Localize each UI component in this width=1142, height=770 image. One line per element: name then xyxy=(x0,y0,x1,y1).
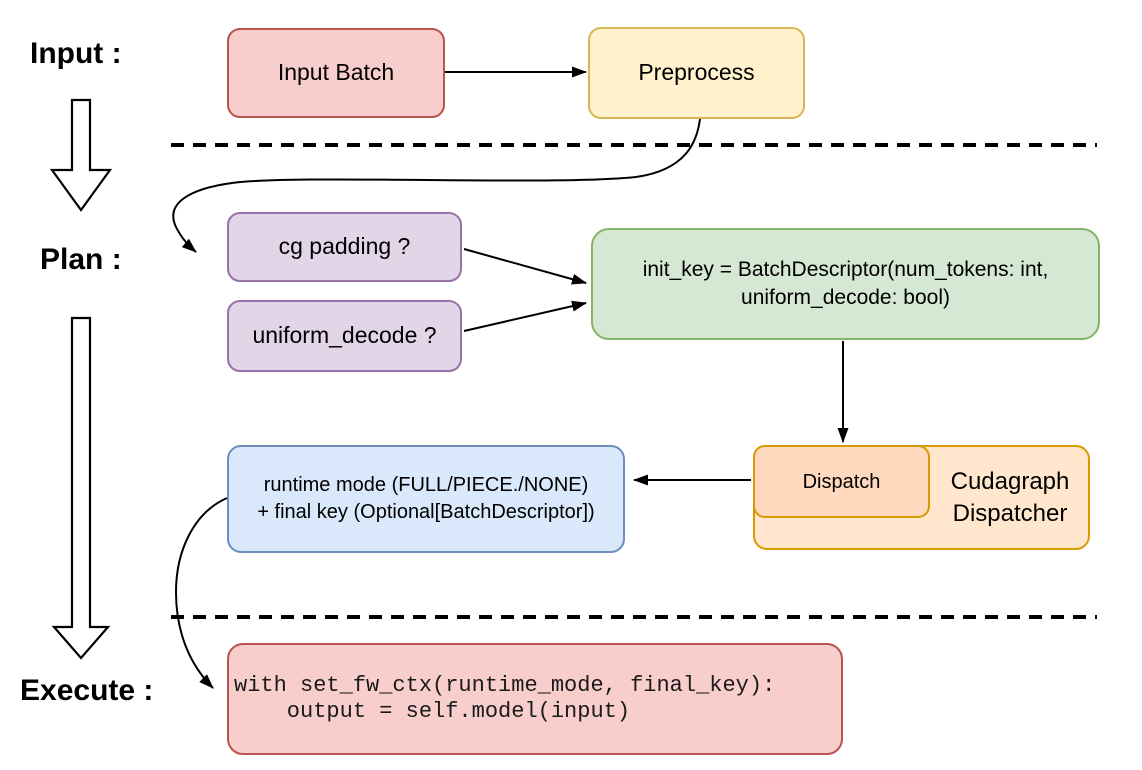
execute-code-line2: output = self.model(input) xyxy=(234,699,631,724)
input-stage-block-arrow xyxy=(49,98,113,212)
input-batch-node: Input Batch xyxy=(227,28,445,118)
runtime-mode-line1: runtime mode (FULL/PIECE./NONE) xyxy=(263,474,589,496)
stage-label-execute: Execute : xyxy=(20,674,154,707)
init-key-line2: uniform_decode: bool) xyxy=(741,286,950,309)
init-key-node: init_key = BatchDescriptor(num_tokens: i… xyxy=(591,228,1100,340)
runtime-mode-node: runtime mode (FULL/PIECE./NONE) + final … xyxy=(227,445,625,553)
cudagraph-dispatcher-label: Cudagraph Dispatcher xyxy=(932,447,1088,548)
dispatch-node: Dispatch xyxy=(753,445,930,518)
dispatch-label: Dispatch xyxy=(802,470,881,493)
execute-code-line1: with set_fw_ctx(runtime_mode, final_key)… xyxy=(234,673,776,699)
preprocess-node: Preprocess xyxy=(588,27,805,119)
uniform-decode-to-init-key-arrow xyxy=(463,300,587,332)
init-key-line1: init_key = BatchDescriptor(num_tokens: i… xyxy=(642,257,1049,281)
runtime-mode-to-execute-code-connector xyxy=(174,497,228,689)
uniform-decode-node: uniform_decode ? xyxy=(227,300,462,372)
uniform-decode-label: uniform_decode ? xyxy=(252,322,437,349)
input-batch-label: Input Batch xyxy=(277,59,395,86)
plan-stage-block-arrow xyxy=(51,316,111,660)
cg-padding-label: cg padding ? xyxy=(278,233,411,260)
cudagraph-dispatcher-line2: Dispatcher xyxy=(952,499,1068,527)
cg-padding-node: cg padding ? xyxy=(227,212,462,282)
runtime-mode-line2: + final key (Optional[BatchDescriptor]) xyxy=(257,501,595,523)
cg-padding-to-init-key-arrow xyxy=(463,248,587,285)
stage-label-plan: Plan : xyxy=(40,243,122,276)
execute-code-node: with set_fw_ctx(runtime_mode, final_key)… xyxy=(227,643,843,755)
preprocess-label: Preprocess xyxy=(638,59,755,86)
stage-label-input: Input : xyxy=(30,37,122,70)
preprocess-to-cg-padding-connector xyxy=(172,118,701,253)
cudagraph-dispatcher-line1: Cudagraph xyxy=(950,468,1070,496)
